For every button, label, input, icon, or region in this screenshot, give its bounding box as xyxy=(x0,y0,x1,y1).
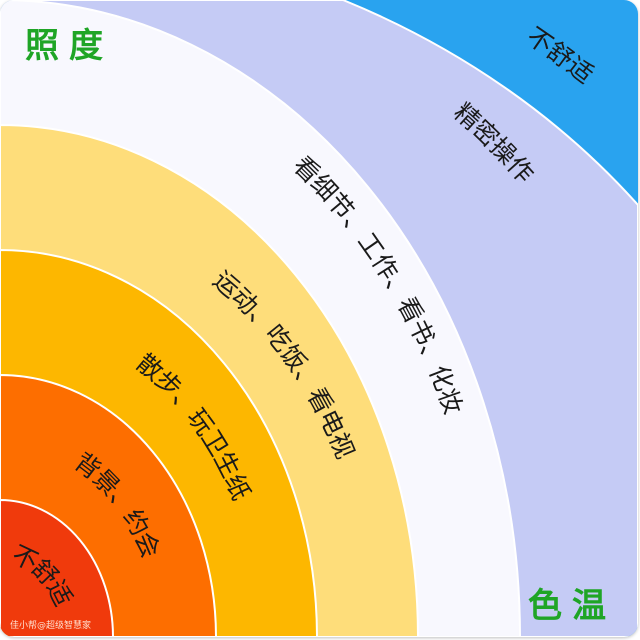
illuminance-title: 照度 xyxy=(25,26,113,66)
color-temperature-title: 色温 xyxy=(528,586,616,626)
ring-band-1 xyxy=(0,498,115,637)
watermark: 佳小帮@超级智慧家 xyxy=(10,621,92,631)
